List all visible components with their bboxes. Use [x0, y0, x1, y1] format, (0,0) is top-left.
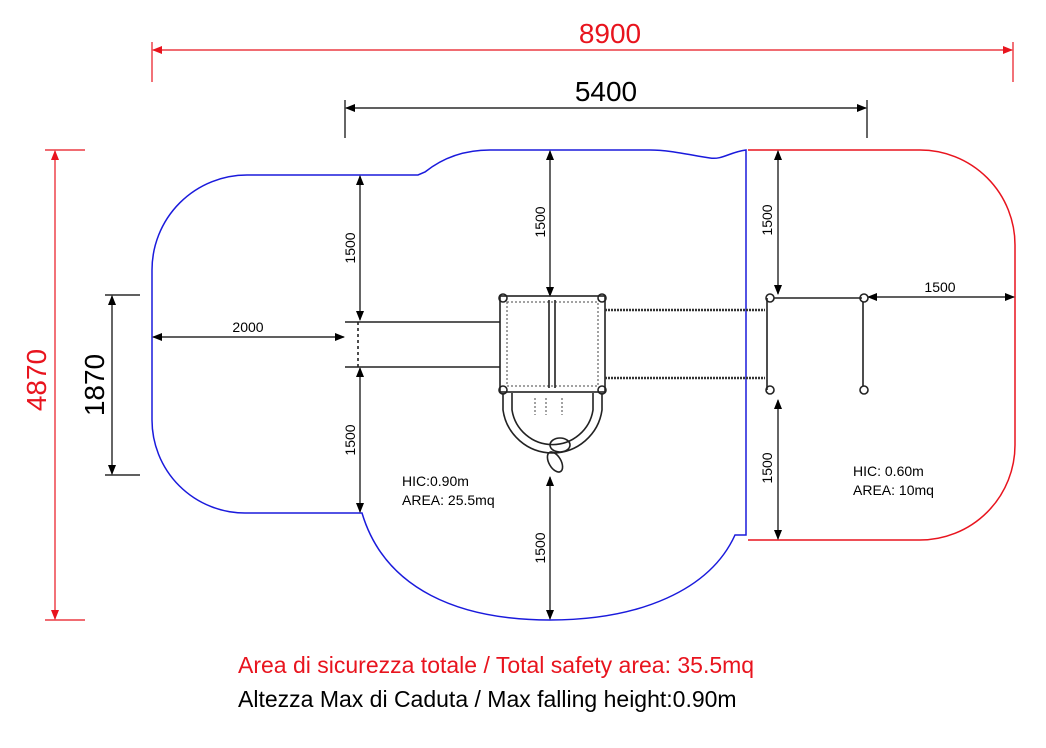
bottom-clearance-center-label: 1500 — [532, 532, 548, 563]
top-clearance-center-label: 1500 — [532, 206, 548, 237]
left-clearance-dimension: 2000 — [152, 319, 345, 341]
bottom-clearance-left-label: 1500 — [342, 424, 358, 455]
left-platform — [345, 321, 500, 368]
overall-width-dimension: 8900 — [151, 18, 1014, 82]
top-clearance-right-label: 1500 — [759, 204, 775, 235]
swing-frame — [765, 293, 869, 395]
top-clearance-left-label: 1500 — [342, 232, 358, 263]
vertical-clearance-dimensions: 1500 1500 1500 1500 1500 1500 1500 — [342, 150, 1015, 620]
structure-width-dimension: 5400 — [344, 76, 868, 138]
bridge — [605, 308, 765, 380]
structure-width-label: 5400 — [575, 76, 637, 107]
right-clearance-label: 1500 — [924, 279, 955, 295]
overall-depth-dimension: 4870 — [21, 149, 85, 621]
deck-depth-label: 1870 — [79, 354, 110, 416]
overall-depth-label: 4870 — [21, 349, 52, 411]
left-clearance-label: 2000 — [232, 319, 263, 335]
main-zone-area: AREA: 25.5mq — [402, 492, 495, 508]
total-safety-area-note: Area di sicurezza totale / Total safety … — [238, 652, 755, 678]
play-structure — [345, 293, 869, 473]
bottom-clearance-right-label: 1500 — [759, 452, 775, 483]
main-zone-hic: HIC:0.90m — [402, 473, 469, 489]
secondary-zone-hic: HIC: 0.60m — [853, 463, 924, 479]
overall-width-label: 8900 — [579, 18, 641, 49]
max-falling-height-note: Altezza Max di Caduta / Max falling heig… — [238, 686, 737, 712]
curved-slide — [502, 393, 603, 473]
secondary-safety-zone-outline — [748, 149, 1016, 541]
main-tower — [498, 293, 607, 395]
secondary-zone-area: AREA: 10mq — [853, 482, 934, 498]
main-safety-zone-outline — [151, 149, 747, 621]
deck-depth-dimension: 1870 — [79, 294, 140, 476]
